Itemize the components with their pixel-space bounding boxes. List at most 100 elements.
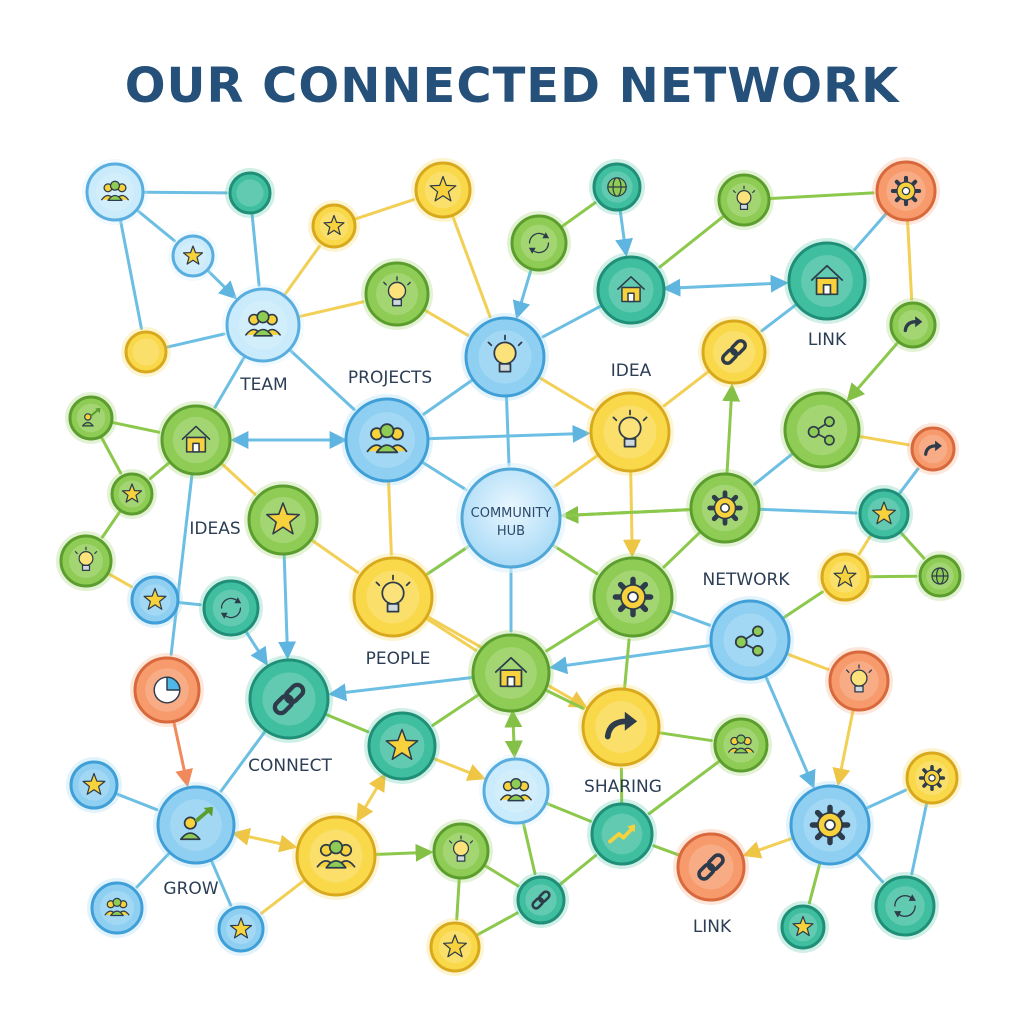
star-icon — [182, 245, 204, 265]
connection-n45-n52 — [135, 852, 170, 889]
home-icon — [494, 656, 528, 688]
label-connect: CONNECT — [248, 756, 332, 776]
connection-n49-n54 — [484, 864, 520, 888]
network-icon — [734, 625, 764, 657]
connection-n36-n46 — [504, 709, 523, 759]
connection-n17-n32 — [387, 481, 393, 556]
label-link-bottom: LINK — [693, 917, 732, 937]
connection-n29-n30 — [108, 572, 133, 589]
label-sharing: SHARING — [584, 777, 662, 797]
home-icon — [617, 276, 645, 303]
node-n31 — [199, 576, 263, 640]
connection-n14-n18 — [760, 303, 797, 333]
connection-n5-n6 — [283, 244, 321, 296]
node-n37 — [706, 596, 794, 684]
node-n24 — [107, 469, 157, 519]
gear-icon — [809, 804, 851, 846]
connection-n20-n21 — [858, 435, 910, 447]
node-n39 — [245, 655, 333, 743]
connection-n33-n36 — [545, 617, 600, 653]
connection-n44-n45 — [115, 792, 159, 812]
node-n20 — [780, 388, 864, 472]
arrow-icon — [903, 316, 923, 333]
connections — [100, 190, 928, 937]
connection-n42-n33 — [623, 638, 631, 689]
connection-n23-n24 — [148, 461, 170, 481]
people-icon — [316, 840, 356, 869]
connection-n55-n50 — [652, 844, 680, 857]
connection-n24-n29 — [100, 510, 122, 539]
connection-n28-n34 — [857, 534, 872, 556]
node-n56 — [871, 872, 939, 940]
connection-n26-n27 — [560, 508, 689, 518]
connection-n2-n5 — [250, 213, 261, 287]
node-n13 — [872, 157, 940, 225]
connection-n37-n34 — [782, 590, 824, 619]
connection-n30-n31 — [178, 601, 202, 607]
connection-n16-n26 — [505, 396, 511, 467]
label-projects: PROJECTS — [348, 368, 432, 388]
node-n58 — [777, 901, 829, 953]
star-icon — [143, 587, 167, 610]
node-n53 — [214, 902, 268, 956]
link-icon — [721, 339, 747, 365]
node-n57 — [426, 918, 484, 976]
star-icon — [429, 175, 457, 202]
gear-icon — [918, 764, 946, 792]
lightbulb-icon — [732, 185, 756, 210]
connection-n20-n27 — [753, 452, 794, 486]
connection-n39-n41 — [325, 713, 370, 734]
connection-n5-n17 — [289, 349, 356, 411]
connection-n27-n18 — [722, 383, 741, 474]
node-n7 — [411, 158, 475, 222]
node-n6 — [308, 200, 360, 252]
node-n15 — [886, 298, 940, 352]
connection-n10-n11 — [615, 210, 633, 257]
node-n22 — [65, 392, 117, 444]
node-n47 — [902, 748, 962, 808]
node-n23 — [157, 401, 235, 479]
node-n18 — [698, 316, 770, 388]
node-n41 — [364, 708, 440, 784]
connection-n23-n25 — [220, 462, 257, 496]
connection-n43-n50 — [647, 760, 721, 816]
connection-n51-n47 — [865, 788, 908, 810]
home-icon — [181, 425, 211, 453]
connection-n12-n13 — [769, 191, 875, 201]
node-n12 — [714, 170, 774, 230]
lightbulb-icon — [383, 276, 411, 307]
connection-n8-n16 — [424, 309, 470, 337]
node-n44 — [66, 757, 122, 813]
gear-icon — [890, 175, 922, 207]
node-n54 — [513, 872, 569, 928]
connection-n46-n54 — [522, 822, 537, 876]
node-n48 — [292, 812, 380, 900]
star-icon — [323, 214, 345, 236]
link-icon — [697, 853, 725, 881]
node-n5 — [222, 284, 304, 366]
people-icon — [104, 897, 130, 917]
arrow-icon — [604, 711, 638, 740]
connection-n25-n39 — [278, 554, 297, 660]
globe-icon — [607, 177, 627, 197]
star-icon — [833, 564, 857, 587]
node-n11 — [593, 252, 669, 328]
node-n9 — [507, 211, 571, 275]
lightbulb-icon — [487, 334, 523, 373]
star-icon — [229, 917, 253, 939]
connection-n22-n23 — [112, 421, 161, 434]
people-icon — [101, 180, 129, 202]
trend-up-icon — [608, 824, 636, 844]
refresh-icon — [220, 597, 242, 619]
home-icon — [810, 264, 844, 296]
star-icon — [792, 915, 814, 937]
lightbulb-icon — [375, 574, 411, 613]
connection-n5-n8 — [298, 300, 365, 318]
star-icon — [872, 501, 896, 525]
node-n51 — [786, 781, 874, 869]
label-team: TEAM — [239, 375, 287, 395]
label-grow: GROW — [163, 879, 218, 899]
connection-n36-n42 — [545, 689, 585, 710]
refresh-icon — [528, 232, 550, 254]
connection-n17-n26 — [421, 461, 468, 492]
